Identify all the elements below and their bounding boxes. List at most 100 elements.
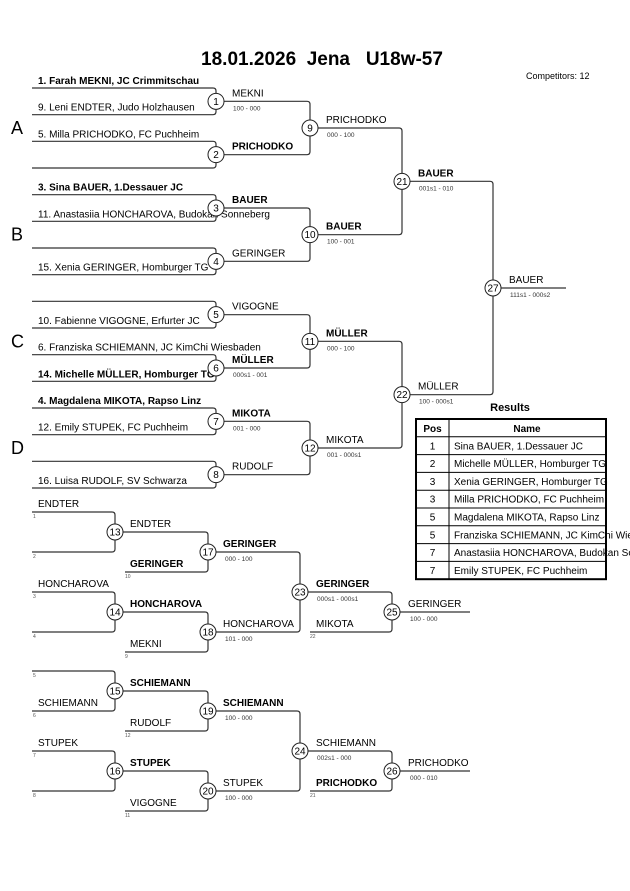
winner-name: STUPEK (223, 778, 263, 789)
entry-name: 4. Magdalena MIKOTA, Rapso Linz (38, 396, 201, 407)
match-number: 5 (213, 310, 219, 321)
result-name: Xenia GERINGER, Homburger TG (454, 477, 608, 488)
match-number: 20 (202, 787, 214, 798)
winner-name: STUPEK (130, 758, 171, 769)
match-score: 100 - 000s1 (419, 399, 454, 406)
seed-number: 12 (125, 733, 131, 739)
match-number-circle (207, 146, 225, 164)
opponent-name: RUDOLF (130, 718, 171, 729)
winner-name: MÜLLER (232, 353, 274, 366)
match-number: 24 (294, 747, 306, 758)
match-score: 100 - 000 (410, 616, 438, 623)
match-number: 9 (307, 124, 313, 135)
pool-label: C (11, 331, 24, 351)
result-name: Sina BAUER, 1.Dessauer JC (454, 441, 583, 452)
entry-name: 11. Anastasiia HONCHAROVA, Budokan Sonne… (38, 209, 270, 220)
match-number: 13 (109, 528, 121, 539)
column-header-pos: Pos (423, 424, 442, 435)
seed-number: 7 (33, 753, 36, 759)
seed-number: 5 (33, 673, 36, 679)
repechage-block: ENDTER12HONCHAROVA34GERINGER10ENDTERMEKN… (32, 499, 470, 660)
opponent-name: PRICHODKO (316, 778, 377, 789)
repechage-bracket: ENDTER12HONCHAROVA34GERINGER10ENDTERMEKN… (32, 499, 470, 819)
seed-number: 4 (33, 634, 36, 640)
match-number-circle (207, 306, 225, 324)
winner-name: BAUER (418, 168, 454, 179)
result-name: Magdalena MIKOTA, Rapso Linz (454, 513, 599, 524)
match-number-circle (301, 332, 319, 350)
winner-name: SCHIEMANN (316, 738, 376, 749)
result-position: 5 (430, 513, 436, 524)
result-name: Milla PRICHODKO, FC Puchheim (454, 495, 604, 506)
seed-number: 22 (310, 634, 316, 640)
entry-name: HONCHAROVA (38, 579, 109, 590)
match-number-circle (106, 523, 124, 541)
match-number-circle (393, 386, 411, 404)
entry-name: STUPEK (38, 738, 78, 749)
match-number-circle (207, 466, 225, 484)
entry-name: 6. Franziska SCHIEMANN, JC KimChi Wiesba… (38, 343, 261, 354)
match-score: 001 - 000 (233, 425, 261, 432)
final-winner-name: BAUER (509, 275, 543, 286)
match-score: 000 - 100 (225, 556, 253, 563)
pool-label: A (11, 118, 23, 138)
match-score: 100 - 000 (225, 795, 253, 802)
entry-name: 15. Xenia GERINGER, Homburger TG (38, 263, 209, 274)
match-number-circle (383, 762, 401, 780)
entry-name: ENDTER (38, 499, 79, 510)
bracket-connector (410, 180, 494, 396)
result-name: Emily STUPEK, FC Puchheim (454, 566, 587, 577)
winner-name: GERINGER (408, 599, 461, 610)
winner-name: RUDOLF (232, 462, 273, 473)
opponent-name: GERINGER (130, 559, 184, 570)
winner-name: PRICHODKO (232, 142, 293, 153)
match-number: 4 (213, 257, 219, 268)
match-number: 7 (213, 417, 219, 428)
match-score: 100 - 001 (327, 239, 355, 246)
result-position: 1 (430, 441, 436, 452)
result-position: 2 (430, 459, 436, 470)
winner-name: MIKOTA (232, 408, 271, 419)
competitors-count: Competitors: 12 (526, 71, 590, 81)
bracket-connector (32, 591, 116, 633)
winner-name: VIGOGNE (232, 302, 279, 313)
match-score: 000s1 - 000s1 (317, 596, 359, 603)
match-score: 002s1 - 000 (317, 755, 352, 762)
match-number: 19 (202, 707, 214, 718)
bracket-connector (318, 127, 403, 236)
results-title: Results (490, 402, 530, 414)
entry-name: 14. Michelle MÜLLER, Homburger TG (38, 367, 215, 380)
result-position: 3 (430, 477, 436, 488)
winner-name: SCHIEMANN (223, 698, 284, 709)
match-number: 27 (487, 284, 499, 295)
winner-name: MÜLLER (418, 381, 459, 393)
winner-name: MEKNI (232, 88, 264, 99)
match-number: 17 (202, 548, 214, 559)
final-score: 111s1 - 000s2 (510, 292, 551, 299)
match-number-circle (207, 359, 225, 377)
bracket-connector (32, 140, 217, 169)
entry-name: 9. Leni ENDTER, Judo Holzhausen (38, 103, 195, 114)
match-number: 2 (213, 150, 219, 161)
match-number: 14 (109, 608, 121, 619)
match-score: 100 - 000 (233, 105, 261, 112)
winner-name: BAUER (326, 222, 362, 233)
match-number: 1 (213, 97, 219, 108)
result-position: 3 (430, 495, 436, 506)
result-position: 5 (430, 530, 436, 541)
winner-name: MIKOTA (326, 435, 364, 446)
repechage-block: 5SCHIEMANN6STUPEK78RUDOLF12SCHIEMANNVIGO… (32, 670, 470, 819)
seed-number: 1 (33, 514, 36, 520)
match-number-circle (207, 412, 225, 430)
seed-number: 9 (125, 654, 128, 660)
entry-name: 1. Farah MEKNI, JC Crimmitschau (38, 76, 199, 87)
match-score: 000 - 010 (410, 775, 438, 782)
match-number-circle (199, 702, 217, 720)
match-number: 10 (304, 230, 316, 241)
match-number-circle (207, 252, 225, 270)
match-number-circle (484, 279, 502, 297)
seed-number: 10 (125, 574, 131, 580)
opponent-name: VIGOGNE (130, 798, 177, 809)
match-number: 16 (109, 767, 121, 778)
